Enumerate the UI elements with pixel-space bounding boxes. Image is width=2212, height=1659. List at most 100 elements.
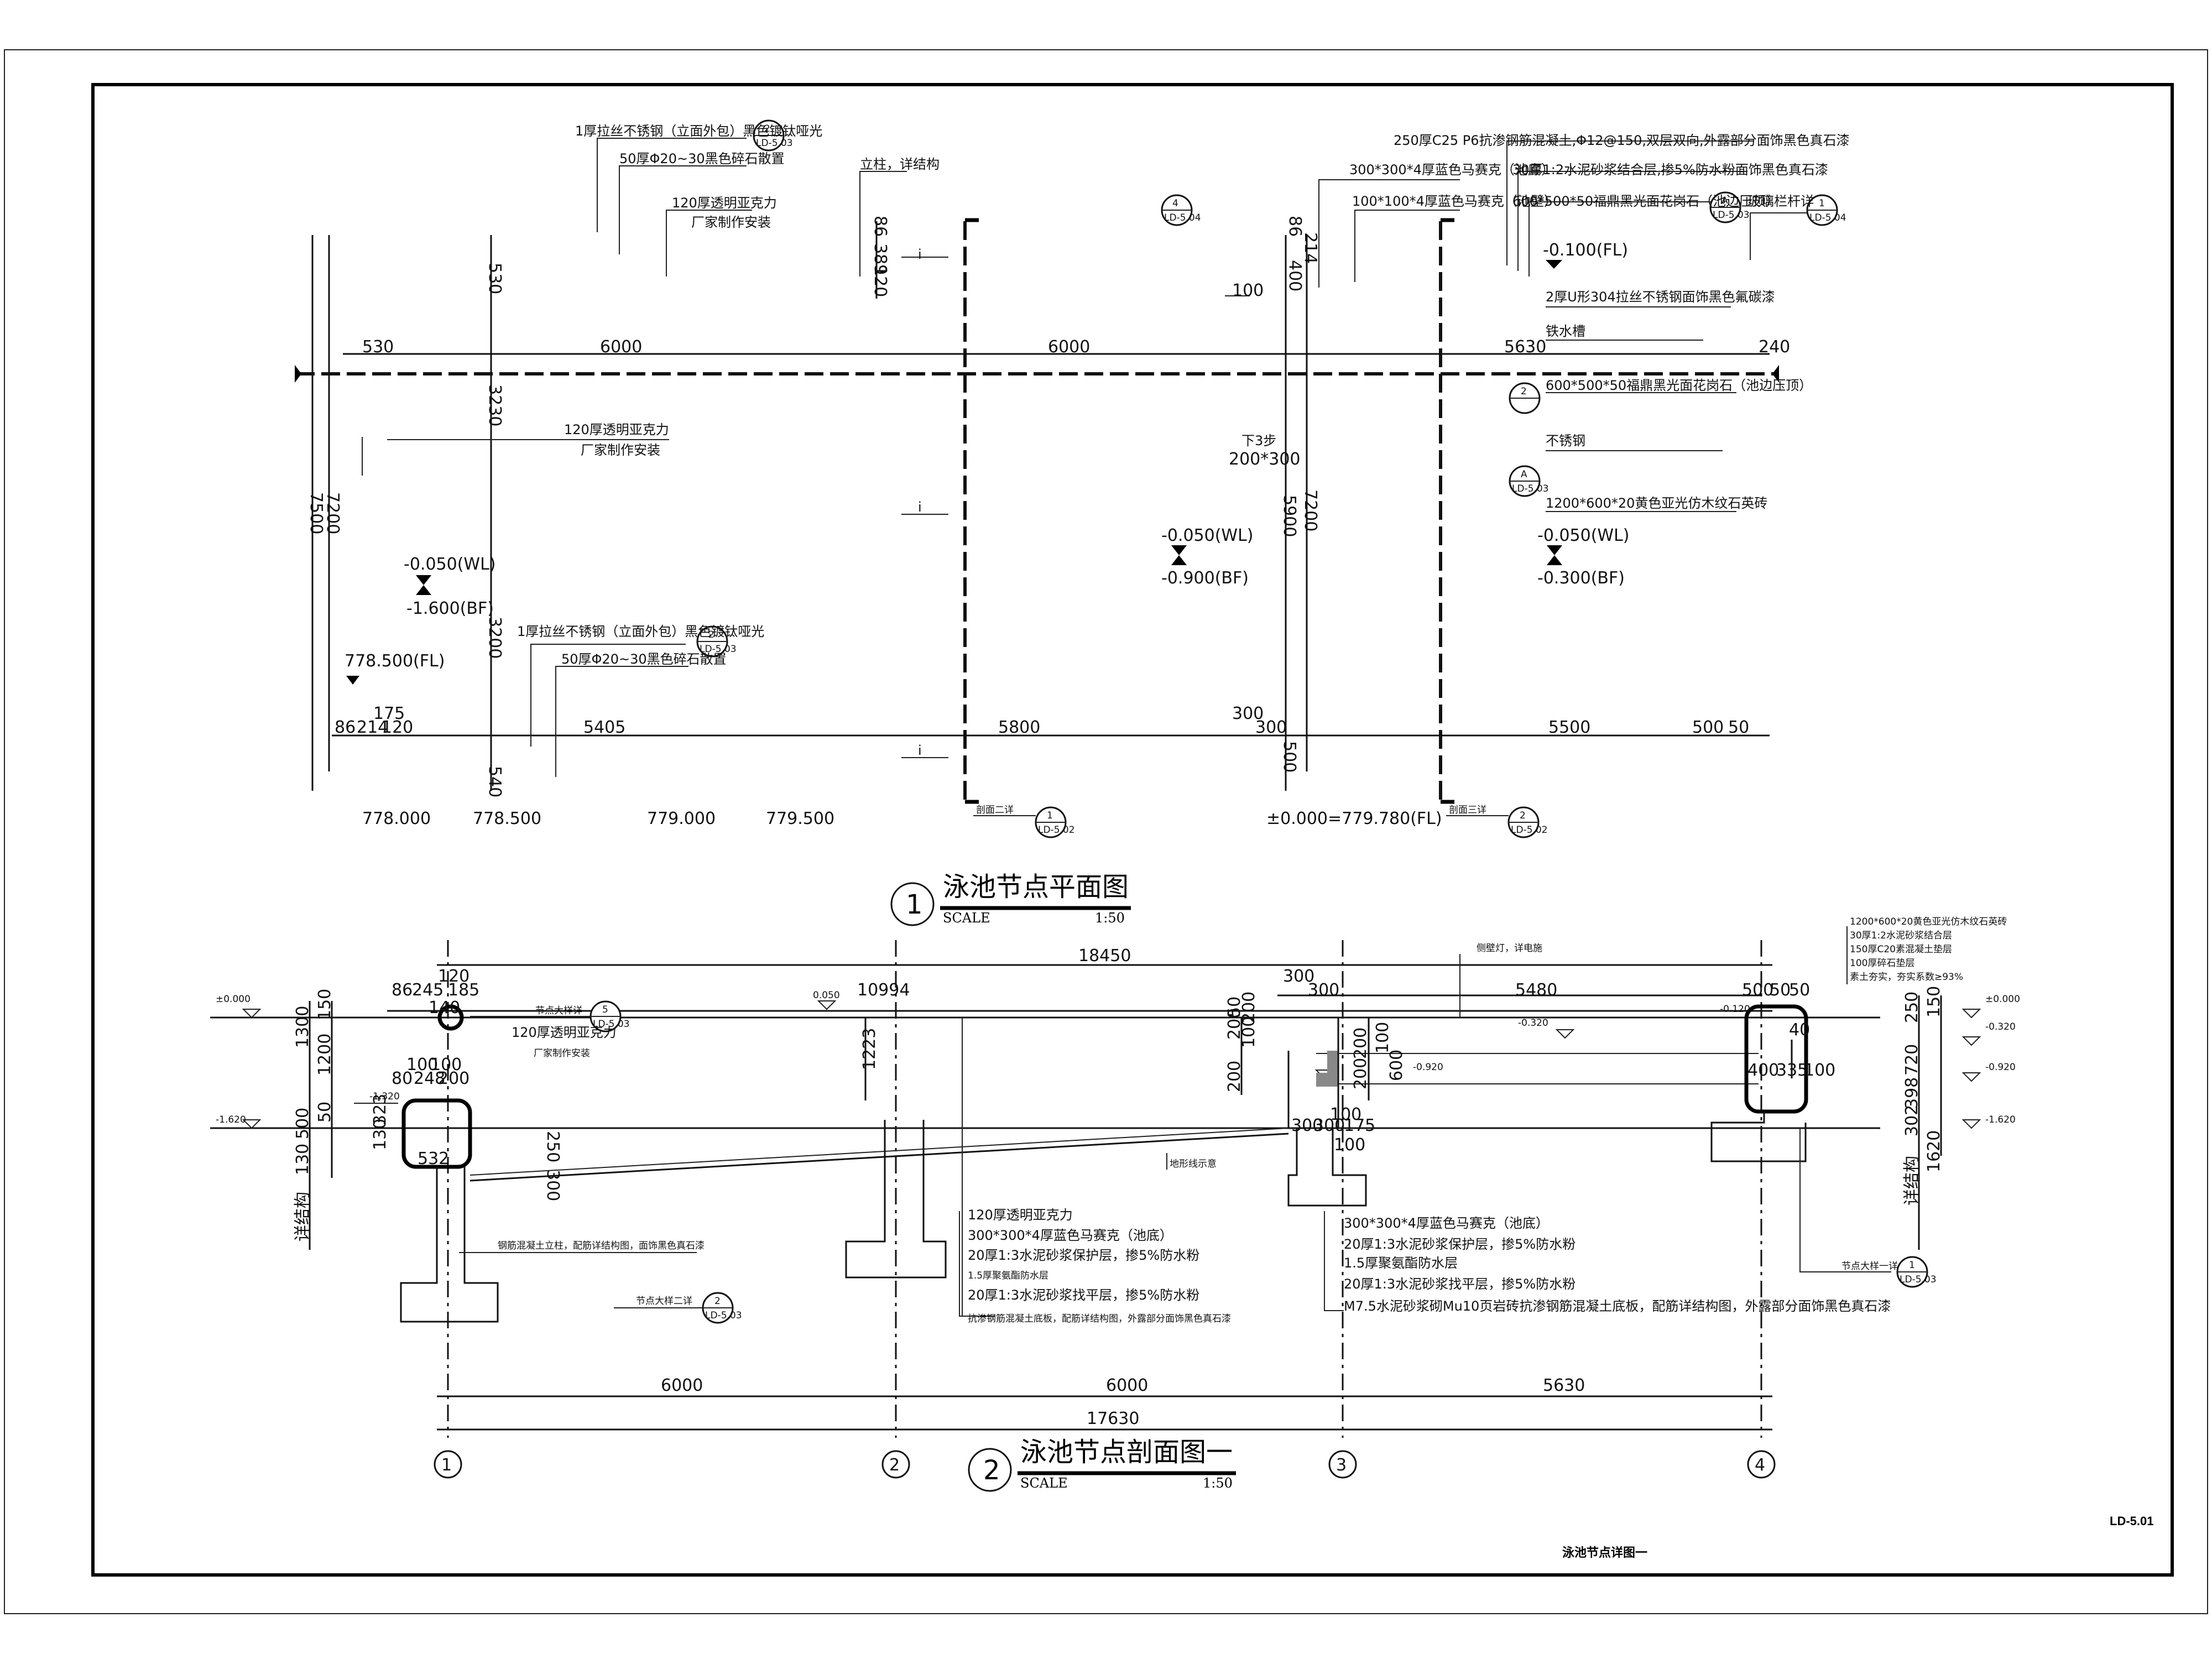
ref-bubble[interactable] (702, 1292, 734, 1324)
note-text: 侧壁灯，详电施 (1477, 943, 1542, 954)
leader (959, 1211, 995, 1317)
ref-bubble[interactable] (1161, 194, 1193, 226)
ref-bubble[interactable] (1507, 806, 1540, 838)
sheet-title: 泳池节点详图一 (1562, 1546, 1647, 1559)
dim-text: 10994 (857, 980, 910, 1000)
dim-text: 150 (1924, 986, 1944, 1018)
grid-bubble-1[interactable] (434, 1450, 462, 1479)
grid-bubble-4[interactable] (1747, 1450, 1776, 1479)
ref-num: A (1521, 469, 1527, 480)
ref-bubble[interactable] (1709, 191, 1741, 223)
note-text: 50厚Φ20~30黑色碎石散置 (619, 151, 785, 166)
section-texts: 18450 86 245 120 185 140 10994 300 300 5… (216, 916, 2020, 1491)
mid-column-footing (845, 1120, 947, 1279)
elev-text: -0.920 (1985, 1062, 2016, 1073)
dim-text: 3230 (485, 384, 504, 426)
level-marker (1171, 545, 1187, 555)
grid-i: i (918, 499, 922, 515)
ref-bubble[interactable] (589, 1000, 622, 1032)
dim-text: 86 (1285, 216, 1305, 237)
ref-bubble[interactable] (1509, 465, 1541, 497)
level-triangle (242, 1119, 262, 1129)
level-marker (1171, 555, 1187, 565)
level-triangle (1555, 1029, 1575, 1039)
grid-i: i (918, 743, 922, 758)
dim-text: 300 (1255, 718, 1287, 737)
note-text: 厂家制作安装 (581, 442, 660, 458)
ref-sheet: LD-5.02 (1038, 825, 1075, 836)
step-hatch (1291, 1051, 1338, 1087)
pool-edge-right (1744, 1004, 1808, 1114)
leader (1318, 179, 1460, 288)
level-marker (1546, 260, 1562, 269)
note-text: 1厚拉丝不锈钢（立面外包）黑色镀钛哑光 (517, 624, 764, 639)
level-marker (1547, 555, 1562, 565)
level-text: -0.050(WL) (1537, 526, 1630, 545)
ref-bubble[interactable] (1806, 194, 1838, 226)
note-text: 600*500*50福鼎黑光面花岗石（池边压顶） (1546, 378, 1812, 393)
note-text: 600*500*50福鼎黑光面花岗石（池边压顶） (1512, 194, 1779, 209)
section-label: 剖面二详 (976, 805, 1014, 816)
outer-sheet-frame (4, 49, 2208, 1614)
ref-num: 2 (1521, 386, 1527, 397)
leader (1324, 1211, 1344, 1311)
dim-text: 100 (1330, 1105, 1361, 1124)
note-text: 30厚1:2水泥砂浆结合层,掺5%防水粉面饰黑色真石漆 (1512, 162, 1828, 178)
note-text: 抗渗钢筋混凝土底板，配筋详结构图，外露部分面饰黑色真石漆 (968, 1313, 1231, 1324)
ref-bubble[interactable] (753, 119, 785, 152)
section-title-number: 2 (983, 1455, 1000, 1486)
dim-text: 100 (1334, 1135, 1365, 1155)
note-text: 20厚1:3水泥砂浆找平层，掺5%防水粉 (968, 1287, 1199, 1303)
grid-bubble-2[interactable] (881, 1450, 910, 1479)
ref-num: 1 (1047, 810, 1053, 821)
ref-bubble[interactable] (1896, 1256, 1928, 1288)
plan-title: 泳池节点平面图 (943, 872, 1129, 902)
dim-text: 120 (870, 265, 890, 297)
note-text: 2厚U形304拉丝不锈钢面饰黑色氟碳漆 (1546, 289, 1775, 305)
note-text: 1200*600*20黄色亚光仿木纹石英砖 (1850, 916, 2007, 927)
stair-label: 下3步 (1241, 433, 1276, 448)
dim-text: 130 (293, 1144, 312, 1175)
leader (1528, 201, 1720, 276)
dim-text: 530 (362, 337, 394, 357)
dim-text: 50 (1225, 997, 1244, 1018)
elev-text: ±0.000 (216, 994, 251, 1005)
ref-bubble[interactable] (1509, 382, 1541, 414)
elevation-text: 778.000 (362, 809, 431, 828)
dim-text: 100 (1232, 281, 1264, 300)
note-text: 玻璃栏杆详 (1747, 194, 1814, 209)
dim-text: 120 (438, 967, 469, 986)
dim-text: 50 (1728, 718, 1749, 737)
note-text: 地形线示意 (1170, 1159, 1217, 1170)
ref-num: 2 (764, 123, 770, 134)
note-text: 1厚拉丝不锈钢（立面外包）黑色镀钛哑光 (575, 123, 822, 139)
ref-num: 2 (1520, 810, 1526, 821)
section-scale-label: SCALE (1020, 1475, 1068, 1491)
note-text: 120厚透明亚克力 (672, 195, 777, 211)
dim-text: 120 (382, 718, 413, 737)
plan-view (295, 119, 1838, 926)
ref-num: A (1721, 195, 1728, 206)
level-triangle (1961, 1036, 1981, 1046)
dim-text: 17630 (1087, 1409, 1139, 1428)
grid-label: 2 (889, 1455, 900, 1475)
elev-text: -1.320 (369, 1091, 400, 1102)
dim-text: 398 (1902, 1077, 1922, 1109)
elev-text: -0.920 (1413, 1062, 1443, 1073)
ref-bubble[interactable] (1035, 806, 1067, 838)
leader (1517, 171, 1747, 271)
right-footing (1710, 1112, 1807, 1162)
elevation-text: ±0.000=779.780(FL) (1266, 809, 1442, 828)
step-outline (1287, 1018, 1339, 1129)
leader (859, 171, 907, 276)
plan-texts: 530 6000 6000 5630 240 86 214 120 175 54… (306, 123, 1850, 926)
grid-bubble-3[interactable] (1328, 1450, 1357, 1479)
dim-text: 323 (371, 1094, 390, 1125)
ref-bubble[interactable] (696, 625, 728, 658)
level-triangle (242, 1009, 262, 1019)
dim-text: 5630 (1543, 1376, 1585, 1395)
note-text: 50厚Φ20~30黑色碎石散置 (561, 651, 727, 667)
dim-text: 1200 (315, 1034, 335, 1076)
dim-text: 400 (1747, 1061, 1779, 1080)
